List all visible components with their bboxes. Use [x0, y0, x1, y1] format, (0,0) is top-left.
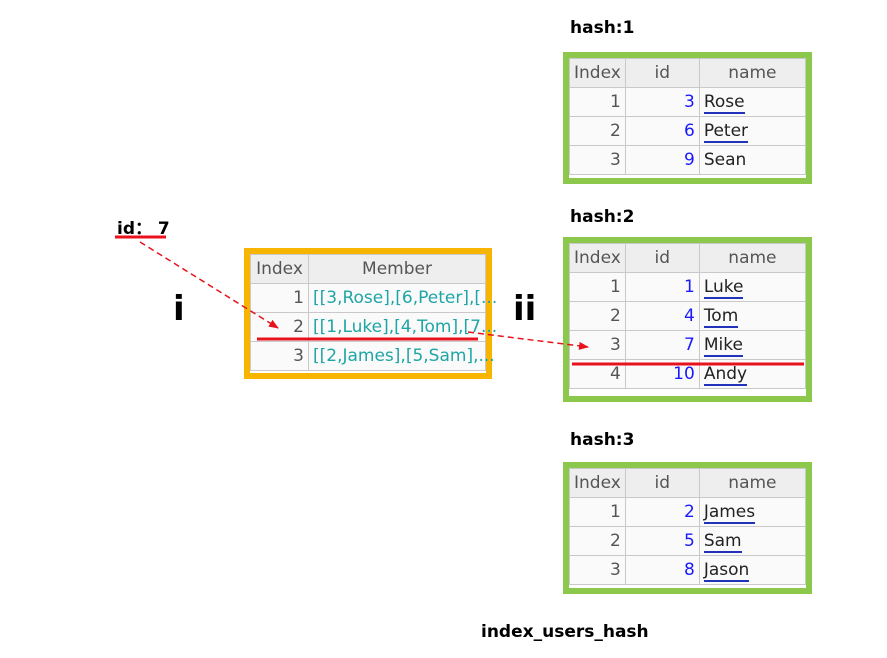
name-link[interactable]: James	[703, 502, 756, 524]
name-link[interactable]: Peter	[703, 121, 749, 143]
hash-3-frame: Index id name 1 2 James 2 5 Sam 3 8 Jaso…	[563, 462, 812, 594]
name-cell[interactable]: Mike	[698, 330, 807, 360]
id-cell: 5	[624, 526, 700, 556]
table-row: 3 [[2,James],[5,Sam],...	[250, 341, 495, 371]
id-cell: 9	[624, 145, 700, 175]
header-id: id	[624, 468, 700, 498]
name-link[interactable]: Tom	[703, 306, 739, 328]
name-cell[interactable]: Sam	[698, 526, 807, 556]
name-text: Sean	[703, 150, 747, 170]
hash-2-title: hash:2	[570, 207, 635, 227]
table-row: 3 9 Sean	[569, 145, 807, 175]
table-row: 2 6 Peter	[569, 116, 807, 146]
table-row: 1 3 Rose	[569, 87, 807, 117]
header-index: Index	[569, 58, 626, 88]
header-name: name	[698, 243, 807, 273]
hash-2-table: Index id name 1 1 Luke 2 4 Tom 3 7 Mike …	[569, 243, 807, 389]
name-link[interactable]: Sam	[703, 531, 742, 553]
hash-1-title: hash:1	[570, 18, 635, 38]
table-row: 3 7 Mike	[569, 330, 807, 360]
arrow-i	[139, 241, 279, 329]
header-name: name	[698, 58, 807, 88]
name-link[interactable]: Jason	[703, 560, 750, 582]
name-cell[interactable]: Peter	[698, 116, 807, 146]
table-row: 2 4 Tom	[569, 301, 807, 331]
name-cell[interactable]: Rose	[698, 87, 807, 117]
footer-caption: index_users_hash	[481, 622, 649, 642]
table-row: 2 5 Sam	[569, 526, 807, 556]
table-row: 1 2 James	[569, 497, 807, 527]
index-cell: 1	[569, 497, 626, 527]
name-cell[interactable]: Jason	[698, 555, 807, 585]
index-cell: 1	[569, 87, 626, 117]
header-id: id	[624, 243, 700, 273]
name-link[interactable]: Rose	[703, 92, 745, 114]
table-row: 1 1 Luke	[569, 272, 807, 302]
index-cell: 2	[250, 312, 309, 342]
hash-2-frame: Index id name 1 1 Luke 2 4 Tom 3 7 Mike …	[563, 237, 812, 402]
hash-3-table: Index id name 1 2 James 2 5 Sam 3 8 Jaso…	[569, 468, 807, 585]
index-table-header-member: Member	[308, 254, 486, 284]
header-name: name	[698, 468, 807, 498]
id-cell: 8	[624, 555, 700, 585]
table-row: 1 [[3,Rose],[6,Peter],[...	[250, 283, 497, 313]
id-cell: 1	[624, 272, 700, 302]
hash-3-title: hash:3	[570, 430, 635, 450]
index-table-frame: Index Member 1 [[3,Rose],[6,Peter],[... …	[244, 248, 497, 379]
name-cell[interactable]: Sean	[698, 145, 807, 175]
name-cell[interactable]: James	[698, 497, 807, 527]
name-cell[interactable]: Luke	[698, 272, 807, 302]
name-link[interactable]: Luke	[703, 277, 744, 299]
index-table: Index Member 1 [[3,Rose],[6,Peter],[... …	[250, 254, 497, 371]
table-row: 3 8 Jason	[569, 555, 807, 585]
id-cell: 7	[624, 330, 700, 360]
index-cell: 3	[569, 330, 626, 360]
index-cell: 3	[250, 341, 309, 371]
index-cell: 2	[569, 526, 626, 556]
index-cell: 2	[569, 116, 626, 146]
member-cell[interactable]: [[2,James],[5,Sam],...	[308, 341, 495, 371]
table-row: 2 [[1,Luke],[4,Tom],[7...	[250, 312, 497, 342]
index-cell: 1	[569, 272, 626, 302]
id-cell: 4	[624, 301, 700, 331]
name-link[interactable]: Andy	[703, 364, 748, 386]
hash-1-table: Index id name 1 3 Rose 2 6 Peter 3 9 Sea…	[569, 58, 807, 175]
arrow-ii	[467, 331, 589, 350]
name-cell[interactable]: Tom	[698, 301, 807, 331]
hash-1-frame: Index id name 1 3 Rose 2 6 Peter 3 9 Sea…	[563, 52, 812, 184]
index-cell: 1	[250, 283, 309, 313]
name-link[interactable]: Mike	[703, 335, 743, 357]
step-ii-label: ii	[513, 289, 537, 329]
id-label: id： 7	[117, 219, 170, 239]
index-table-header-index: Index	[250, 254, 309, 284]
id-cell: 3	[624, 87, 700, 117]
step-i-label: i	[173, 289, 185, 329]
member-cell[interactable]: [[1,Luke],[4,Tom],[7...	[308, 312, 497, 342]
header-index: Index	[569, 243, 626, 273]
index-cell: 3	[569, 145, 626, 175]
member-cell[interactable]: [[3,Rose],[6,Peter],[...	[308, 283, 497, 313]
